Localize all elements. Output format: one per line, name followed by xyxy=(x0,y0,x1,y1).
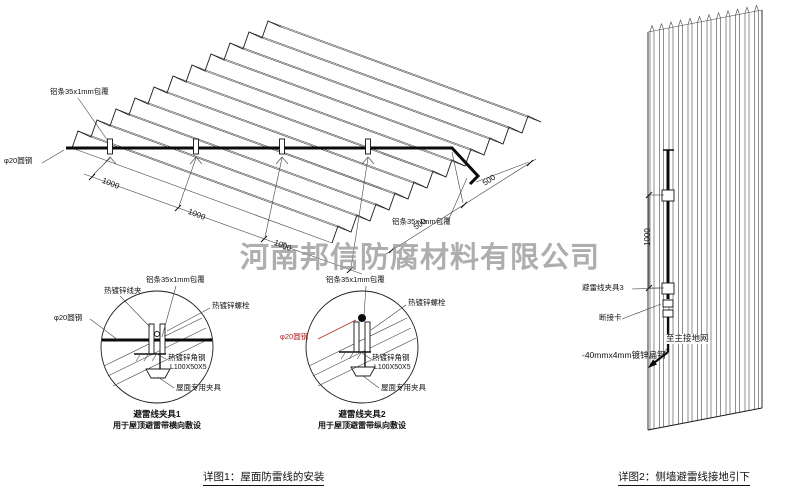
wall-disconnect-label: 断接卡 xyxy=(599,313,622,322)
detail2-round-steel-label: φ20圆钢 xyxy=(280,332,309,341)
detail2-drawing xyxy=(305,285,419,404)
detail1-round-steel-label: φ20圆钢 xyxy=(54,313,83,322)
roof-wire-clamp-marks xyxy=(103,138,375,165)
detail1-drawing xyxy=(89,285,214,404)
caption-detail2: 详图2：侧墙避雷线接地引下 xyxy=(618,469,750,486)
detail1-title: 避雷线夹具1 xyxy=(133,409,181,419)
roof-alu-strip-label-right: 铝条35x1mm包覆 xyxy=(392,217,451,226)
wall-down-conductor xyxy=(648,149,675,368)
detail1-alu-strip-label: 铝条35x1mm包覆 xyxy=(146,275,205,284)
detail2-subtitle: 用于屋顶避雷带纵向敷设 xyxy=(318,421,406,430)
wall-flat-steel-label: -40mmx4mm镀锌扁钢 xyxy=(582,350,666,360)
detail1-wire-clip-label: 热镀锌线夹 xyxy=(104,286,142,295)
wall-corrugation-drawing xyxy=(647,4,763,431)
wall-dim-1000: 1000 xyxy=(643,228,652,246)
detail1-angle-steel-label: 热镀锌角钢 xyxy=(168,353,206,362)
wall-to-ground-label: 至主接地网 xyxy=(665,333,710,344)
detail1-subtitle: 用于屋顶避雷带横向敷设 xyxy=(113,421,201,430)
roof-dimension-lines xyxy=(83,151,537,275)
detail2-angle-spec-label: L100X50X5 xyxy=(374,364,411,371)
detail2-bolt-label: 热镀锌螺栓 xyxy=(408,298,446,307)
roof-label-leaders xyxy=(41,97,468,222)
detail1-angle-spec-label: L100X50X5 xyxy=(170,364,207,371)
detail1-roof-clamp-label: 屋面专用夹具 xyxy=(176,383,221,392)
detail2-alu-strip-label: 铝条35x1mm包覆 xyxy=(326,275,385,284)
wall-label-leaders xyxy=(621,287,669,357)
company-watermark: 河南邦信防腐材料有限公司 xyxy=(240,242,601,274)
detail2-title: 避雷线夹具2 xyxy=(338,409,386,419)
detail2-roof-clamp-label: 屋面专用夹具 xyxy=(381,383,426,392)
detail2-angle-steel-label: 热镀锌角钢 xyxy=(372,353,410,362)
roof-lightning-wire xyxy=(66,146,481,186)
roof-round-steel-label: φ20圆钢 xyxy=(4,156,33,165)
roof-alu-strip-label-top: 铝条35x1mm包覆 xyxy=(50,87,109,96)
roof-corrugation-drawing xyxy=(71,20,542,244)
detail1-bolt-label: 热镀锌螺栓 xyxy=(212,301,250,310)
wall-clamp3-label: 避雷线夹具3 xyxy=(582,283,624,292)
caption-detail1: 详图1：屋面防雷线的安装 xyxy=(203,469,325,486)
